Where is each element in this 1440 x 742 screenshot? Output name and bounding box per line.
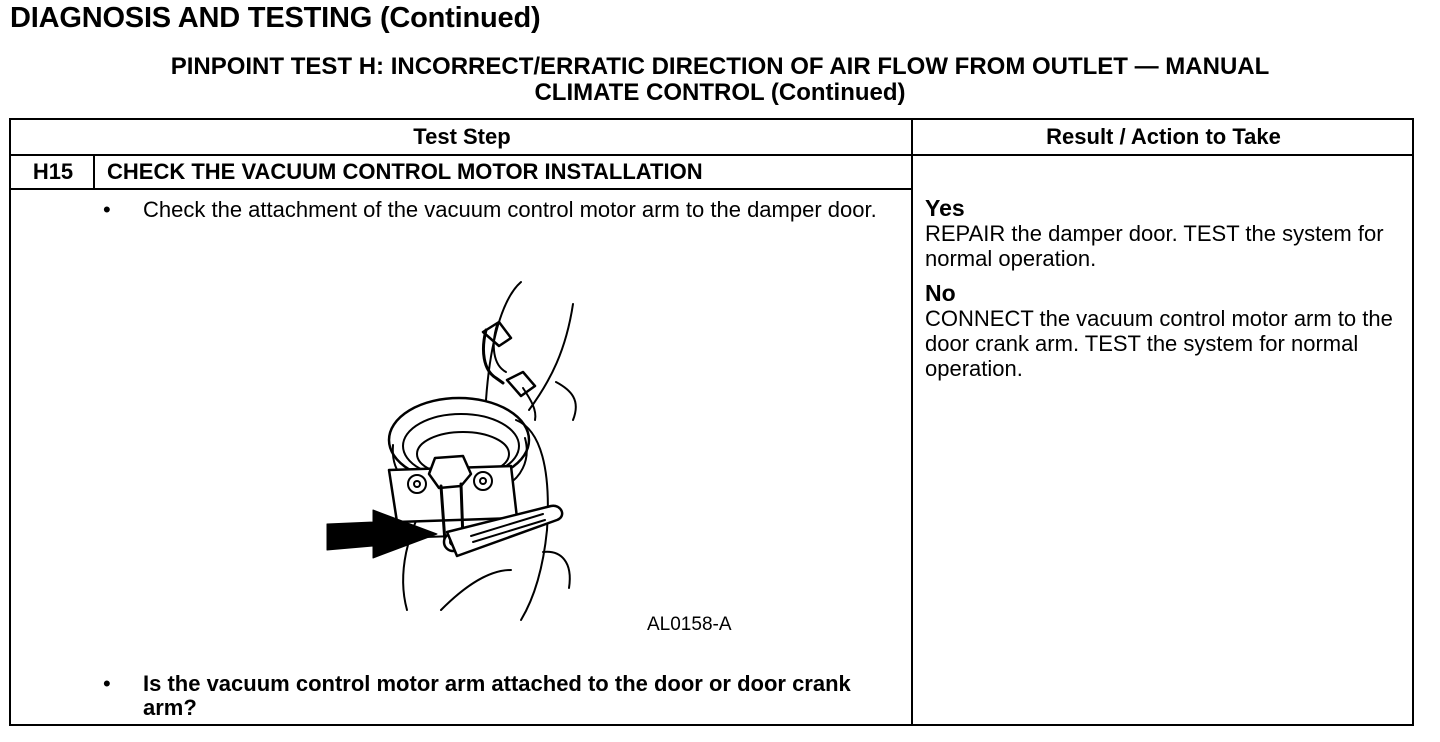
pinpoint-test-title-line1: PINPOINT TEST H: INCORRECT/ERRATIC DIREC… (170, 53, 1270, 80)
vacuum-motor-illustration (326, 281, 577, 621)
step-question: Is the vacuum control motor arm attached… (143, 671, 851, 720)
step-title: CHECK THE VACUUM CONTROL MOTOR INSTALLAT… (107, 159, 703, 184)
step-id-divider (93, 154, 95, 190)
pinpoint-test-table: Test Step Result / Action to Take H15 CH… (9, 118, 1414, 726)
column-header-result: Result / Action to Take (1046, 124, 1281, 149)
result-yes-action: REPAIR the damper door. TEST the system … (925, 221, 1384, 271)
bullet-icon: • (103, 197, 111, 222)
column-divider (911, 120, 913, 724)
step-title-divider (11, 188, 911, 190)
figure-label: AL0158-A (647, 614, 732, 635)
page-title: DIAGNOSIS AND TESTING (Continued) (10, 2, 541, 34)
bullet-icon: • (103, 671, 111, 696)
result-no-action: CONNECT the vacuum control motor arm to … (925, 306, 1393, 381)
column-header-test-step: Test Step (413, 124, 511, 149)
step-instruction: Check the attachment of the vacuum contr… (143, 197, 877, 222)
step-id: H15 (32, 159, 74, 184)
result-yes-label: Yes (925, 195, 965, 221)
pinpoint-test-title-line2: CLIMATE CONTROL (Continued) (534, 79, 906, 106)
result-no-label: No (925, 280, 956, 306)
pinpoint-test-title: PINPOINT TEST H: INCORRECT/ERRATIC DIREC… (10, 54, 1430, 106)
header-divider (11, 154, 1412, 156)
